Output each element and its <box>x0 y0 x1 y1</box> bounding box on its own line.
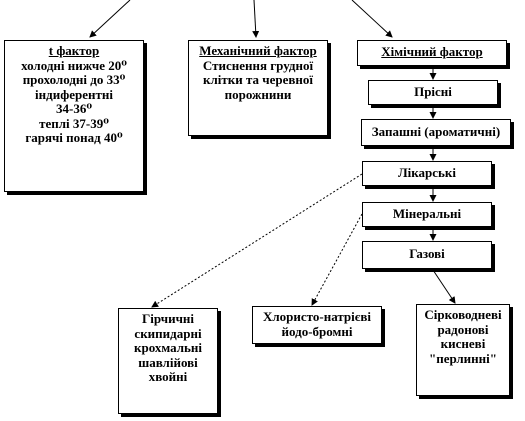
medicinal-group-item: крохмальні <box>133 340 203 356</box>
arrow-to-gas-group <box>432 269 456 304</box>
mineral-box: Мінеральні <box>362 202 492 227</box>
fresh-label: Прісні <box>414 84 452 99</box>
medicinal-group-item: Гірчичні <box>141 311 195 326</box>
arrow-to-mechanical-factor <box>252 0 260 38</box>
gas-box: Газові <box>362 241 492 269</box>
aromatic-box: Запашні (ароматичні) <box>361 119 511 146</box>
mechanical-factor-box: Механічний фактор Стиснення грудної кліт… <box>188 40 328 136</box>
medicinal-group-item: шавлійові <box>138 354 198 370</box>
t-factor-line: гарячі понад 40⁰ <box>25 130 123 146</box>
medicinal-box: Лікарські <box>362 161 492 186</box>
arrow-to-mineral-group <box>311 213 363 306</box>
gas-label: Газові <box>409 246 445 261</box>
chemical-factor-title: Хімічний фактор <box>381 44 483 59</box>
gas-group-item: радонові <box>437 321 489 337</box>
medicinal-group-item: скипидарні <box>134 325 202 341</box>
gas-group-box: Сірководневі радонові кисневі "перлинні" <box>416 304 510 396</box>
mineral-label: Мінеральні <box>392 206 462 221</box>
t-factor-box: t фактор холодні нижче 20⁰ прохолодні до… <box>4 40 144 192</box>
chemical-factor-box: Хімічний фактор <box>357 40 507 66</box>
gas-group-item: кисневі <box>440 336 486 352</box>
mechanical-factor-line: порожнини <box>224 86 292 102</box>
arrow-to-t-factor <box>89 0 131 38</box>
mineral-group-item: Хлористо-натрієві <box>262 309 371 324</box>
aromatic-label: Запашні (ароматичні) <box>371 124 501 139</box>
gas-group-item: Сірководневі <box>424 307 502 322</box>
t-factor-line: холодні нижче 20⁰ <box>21 57 127 73</box>
fresh-box: Прісні <box>368 80 498 105</box>
t-factor-line: теплі 37-39⁰ <box>39 115 109 131</box>
mechanical-factor-line: клітки та черевної <box>202 72 314 88</box>
mechanical-factor-title: Механічний фактор <box>199 43 317 58</box>
medicinal-group-box: Гірчичні скипидарні крохмальні шавлійові… <box>118 308 218 414</box>
medicinal-label: Лікарські <box>397 165 457 180</box>
mineral-group-item: йодо-бромні <box>281 323 353 339</box>
arrow-to-medicinal-group <box>151 173 363 308</box>
gas-group-item: "перлинні" <box>429 350 497 366</box>
mechanical-factor-line: Стиснення грудної <box>202 57 314 73</box>
medicinal-group-item: хвойні <box>148 369 188 385</box>
t-factor-line: 34-36⁰ <box>55 101 93 117</box>
arrow-to-chemical-factor <box>351 0 393 38</box>
t-factor-line: індиферентні <box>35 86 113 102</box>
t-factor-line: прохолодні до 33⁰ <box>22 72 126 88</box>
t-factor-title: t фактор <box>48 43 100 58</box>
mineral-group-box: Хлористо-натрієві йодо-бромні <box>252 306 382 344</box>
